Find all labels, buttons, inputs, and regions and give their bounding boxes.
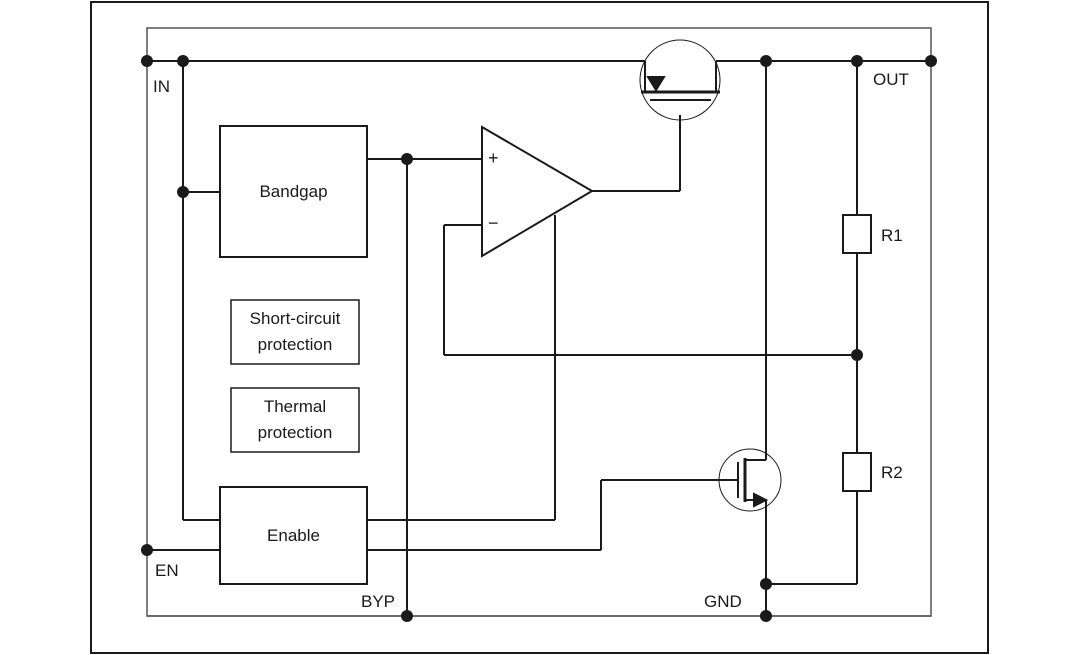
bandgap-label: Bandgap bbox=[220, 126, 367, 257]
short-circuit-line-2: protection bbox=[257, 335, 333, 354]
thermal-line-2: protection bbox=[257, 423, 333, 442]
r2-label: R2 bbox=[881, 463, 903, 482]
bandgap-block bbox=[219, 125, 368, 258]
node-r2-gnd-junction bbox=[760, 578, 772, 590]
nmos-circle bbox=[718, 448, 782, 512]
thermal-line-1: Thermal bbox=[263, 397, 327, 416]
node-feedback-junction bbox=[851, 349, 863, 361]
short-circuit-block bbox=[230, 299, 360, 365]
node-gnd-pin bbox=[760, 610, 772, 622]
opamp-plus-sign: + bbox=[488, 148, 499, 168]
pin-label-out: OUT bbox=[873, 70, 909, 89]
r1-label: R1 bbox=[881, 226, 903, 245]
r2-resistor bbox=[842, 452, 872, 492]
node-in-junction bbox=[177, 55, 189, 67]
pin-label-in: IN bbox=[153, 77, 170, 96]
thermal-label: Thermal protection bbox=[231, 388, 359, 452]
pin-label-byp: BYP bbox=[361, 592, 396, 611]
node-byp-pin bbox=[401, 610, 413, 622]
short-circuit-label: Short-circuit protection bbox=[231, 300, 359, 364]
opamp-minus-sign: − bbox=[488, 213, 499, 233]
node-bandgap-junction bbox=[177, 186, 189, 198]
node-out-drain-junction bbox=[760, 55, 772, 67]
opamp-triangle bbox=[481, 125, 594, 258]
node-out-resistor-junction bbox=[851, 55, 863, 67]
pin-label-gnd: GND bbox=[704, 592, 742, 611]
enable-block bbox=[219, 486, 368, 585]
outer-frame bbox=[90, 1, 989, 654]
pin-label-en: EN bbox=[155, 561, 179, 580]
pmos-arrow bbox=[646, 76, 666, 92]
nmos-arrow bbox=[753, 492, 769, 508]
bandgap-text: Bandgap bbox=[259, 181, 328, 201]
enable-label: Enable bbox=[220, 487, 367, 584]
short-circuit-line-1: Short-circuit bbox=[249, 309, 341, 328]
enable-text: Enable bbox=[267, 525, 320, 545]
node-out-pin bbox=[925, 55, 937, 67]
node-in-pin bbox=[141, 55, 153, 67]
node-en-pin bbox=[141, 544, 153, 556]
pmos-circle bbox=[639, 39, 721, 121]
thermal-block bbox=[230, 387, 360, 453]
r1-resistor bbox=[842, 214, 872, 254]
node-byp-junction bbox=[401, 153, 413, 165]
